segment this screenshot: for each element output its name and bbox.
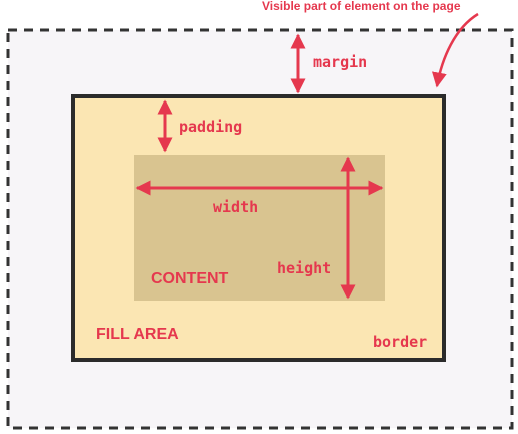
width-label: width [213,198,258,216]
caption-label: Visible part of element on the page [262,0,461,13]
padding-label: padding [179,118,242,136]
height-label: height [277,259,331,277]
caption-pointer-arrow [431,12,479,88]
border-label: border [373,333,427,351]
margin-label: margin [313,53,367,71]
fill-area-label: FILL AREA [96,326,179,343]
content-label: CONTENT [151,270,229,287]
